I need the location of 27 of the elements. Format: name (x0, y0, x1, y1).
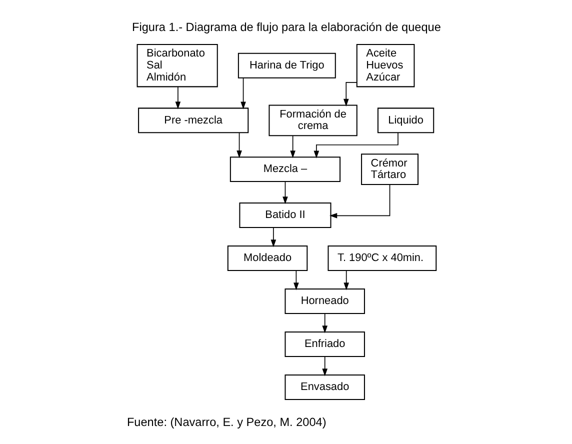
arrow (322, 356, 328, 376)
node-box: Formación de crema (268, 104, 357, 136)
node-box: Bicarbonato Sal Almidón (136, 44, 218, 88)
arrow (282, 181, 288, 204)
arrow (293, 270, 298, 290)
node-box: Enfriado (284, 332, 364, 357)
arrow (240, 78, 246, 110)
arrow (270, 227, 276, 248)
arrow (290, 135, 295, 158)
node-box: Envasado (284, 374, 364, 400)
node-box: Crémor Tártaro (360, 154, 418, 185)
node-box: Moldeado (226, 246, 308, 271)
node-box: Pre -mezcla (138, 108, 248, 134)
caption: Fuente: (Navarro, E. y Pezo, M. 2004) (126, 414, 326, 429)
node-box: Liquido (376, 108, 434, 134)
node-box: Batido II (238, 202, 331, 228)
node-box: Aceite Huevos Azúcar (356, 44, 414, 88)
node-box: T. 190ºC x 40min. (327, 246, 436, 271)
node-box: Mezcla – (229, 156, 340, 182)
arrow (174, 86, 180, 110)
arrow (322, 313, 328, 334)
node-box: Harina de Trigo (237, 52, 336, 78)
arrow (329, 184, 390, 218)
arrow (343, 270, 349, 290)
diagram-title: Figura 1.- Diagrama de flujo para la elaboración de queque (132, 20, 440, 34)
arrow (236, 132, 242, 158)
node-box: Horneado (284, 288, 364, 314)
